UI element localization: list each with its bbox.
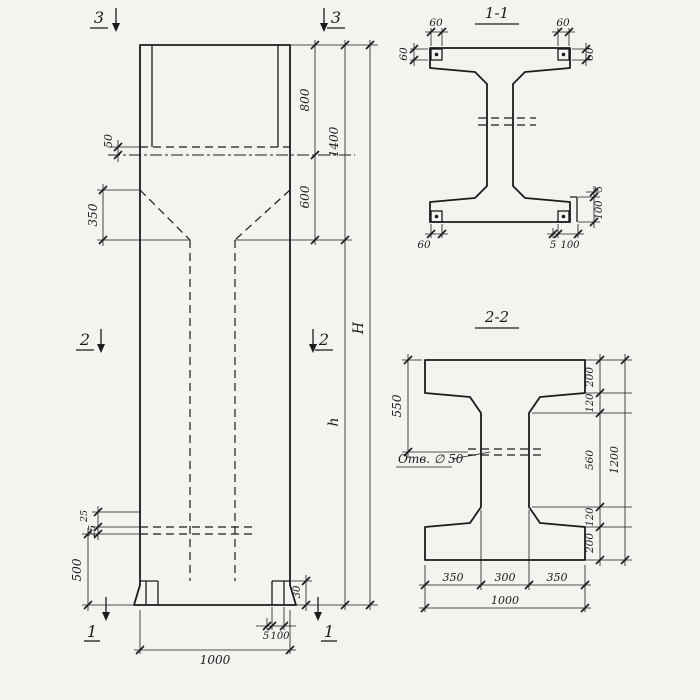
- column-base-feet: [140, 580, 290, 605]
- plate-top-left: [430, 48, 443, 61]
- marker-1-right-label: 1: [324, 622, 334, 641]
- dim-60-top-right-label: 60: [556, 17, 570, 29]
- hole-callout-label: Отв. ∅ 50: [398, 452, 464, 466]
- hole-callout: Отв. ∅ 50: [396, 451, 491, 468]
- section-1-1-hidden-lines: [478, 117, 536, 126]
- dim-500-label: 500: [70, 558, 84, 581]
- dim-60-left-side-label: 60: [398, 47, 410, 61]
- dim-5-bottom-right-label: 5: [550, 240, 556, 251]
- marker-2-right-label: 2: [318, 330, 329, 349]
- section-2-2-extension-lines: [402, 359, 632, 612]
- dim-350-right-label: 350: [547, 571, 568, 584]
- elevation-dimension-ticks: [83, 40, 375, 655]
- dim-60-bottom-left-label: 60: [417, 239, 431, 251]
- anchor-dot-top-left: [434, 52, 439, 57]
- anchor-dot-bottom-right: [561, 214, 566, 219]
- elevation-dimension-lines: [87, 40, 371, 651]
- dim-300-label: 300: [495, 571, 516, 584]
- section-marker-1-left: 1: [84, 597, 110, 642]
- section-marker-3-left: 3: [90, 8, 120, 32]
- dim-H-label: H: [351, 321, 367, 335]
- marker-3-right-arrowhead-icon: [320, 23, 328, 32]
- marker-2-right-arrowhead-icon: [309, 344, 317, 353]
- section-1-1-dimension-lines: [413, 31, 595, 235]
- marker-3-left-arrowhead-icon: [112, 23, 120, 32]
- dim-100-bottom-right-label: 100: [560, 240, 580, 251]
- section-1-1-outline: [429, 47, 571, 223]
- marker-1-left-label: 1: [87, 622, 97, 641]
- dim-560-label: 560: [584, 450, 596, 470]
- dim-60-right-side-label: 60: [584, 47, 596, 61]
- marker-1-left-arrowhead-icon: [102, 612, 110, 621]
- plate-bottom-left: [430, 210, 443, 223]
- dim-550-label: 550: [390, 394, 404, 417]
- dim-25-lower-label: 25: [87, 525, 98, 538]
- dim-25-upper-label: 25: [79, 510, 90, 523]
- section-marker-2-left: 2: [76, 329, 105, 353]
- section-1-1-title: 1-1: [485, 4, 509, 22]
- dim-600-label: 600: [298, 185, 312, 208]
- dim-120-top-label: 120: [585, 393, 596, 413]
- dim-1000-bottom-label: 1000: [491, 594, 519, 607]
- section-2-2-dimension-ticks: [403, 355, 630, 613]
- dim-200-top-label: 200: [584, 367, 596, 388]
- section-2-2-view: 2-2 Отв. ∅ 50 550 200 120 560 120 200 12…: [390, 308, 632, 613]
- column-cap-inner-lines: [151, 45, 279, 147]
- section-marker-2-right: 2: [309, 329, 333, 353]
- dim-1400-label: 1400: [327, 126, 341, 157]
- marker-3-right-label: 3: [331, 8, 341, 27]
- hole-callout-leader: [451, 451, 491, 460]
- dim-100-right-label: 100: [594, 200, 605, 220]
- marker-2-left-arrowhead-icon: [97, 344, 105, 353]
- dim-350-label: 350: [86, 203, 100, 226]
- section-1-1-view: 1-1 60 60 60 60 60 5 100 100: [398, 4, 605, 251]
- dim-5-right-label: 5: [594, 186, 605, 192]
- dim-50-label: 50: [102, 134, 115, 148]
- dim-30-label: 30: [292, 585, 303, 598]
- dim-350-left-label: 350: [443, 571, 464, 584]
- dim-800-label: 800: [298, 88, 312, 111]
- dim-h-label: h: [326, 417, 342, 426]
- marker-1-right-arrowhead-icon: [314, 612, 322, 621]
- dim-1200-label: 1200: [608, 446, 621, 474]
- plate-bottom-right: [557, 210, 570, 223]
- column-hidden-lines: [139, 146, 291, 581]
- marker-2-left-label: 2: [79, 330, 90, 349]
- elevation-extension-lines: [82, 44, 378, 654]
- dim-120-bottom-label: 120: [585, 507, 596, 527]
- dim-60-top-left-label: 60: [429, 17, 443, 29]
- plate-bottom-right-leg: [570, 196, 578, 222]
- section-1-1-dimension-ticks: [409, 27, 599, 239]
- section-2-2-title: 2-2: [484, 308, 509, 326]
- dim-200-bottom-label: 200: [584, 533, 596, 554]
- plate-top-right: [557, 48, 570, 61]
- dim-1000-label: 1000: [200, 653, 231, 667]
- dim-100-base-label: 100: [270, 631, 290, 642]
- marker-3-left-label: 3: [94, 8, 104, 27]
- section-1-1-embedded-plates: [430, 48, 578, 223]
- dim-5-base-label: 5: [263, 631, 269, 642]
- anchor-dot-bottom-left: [434, 214, 439, 219]
- section-marker-1-right: 1: [314, 597, 337, 642]
- anchor-dot-top-right: [561, 52, 566, 57]
- section-2-2-dimension-lines: [407, 354, 626, 609]
- elevation-view: 3 3 2 2 1: [70, 8, 378, 667]
- column-outline: [133, 44, 297, 606]
- section-2-2-hole-lines: [468, 448, 546, 456]
- section-marker-3-right: 3: [320, 8, 345, 32]
